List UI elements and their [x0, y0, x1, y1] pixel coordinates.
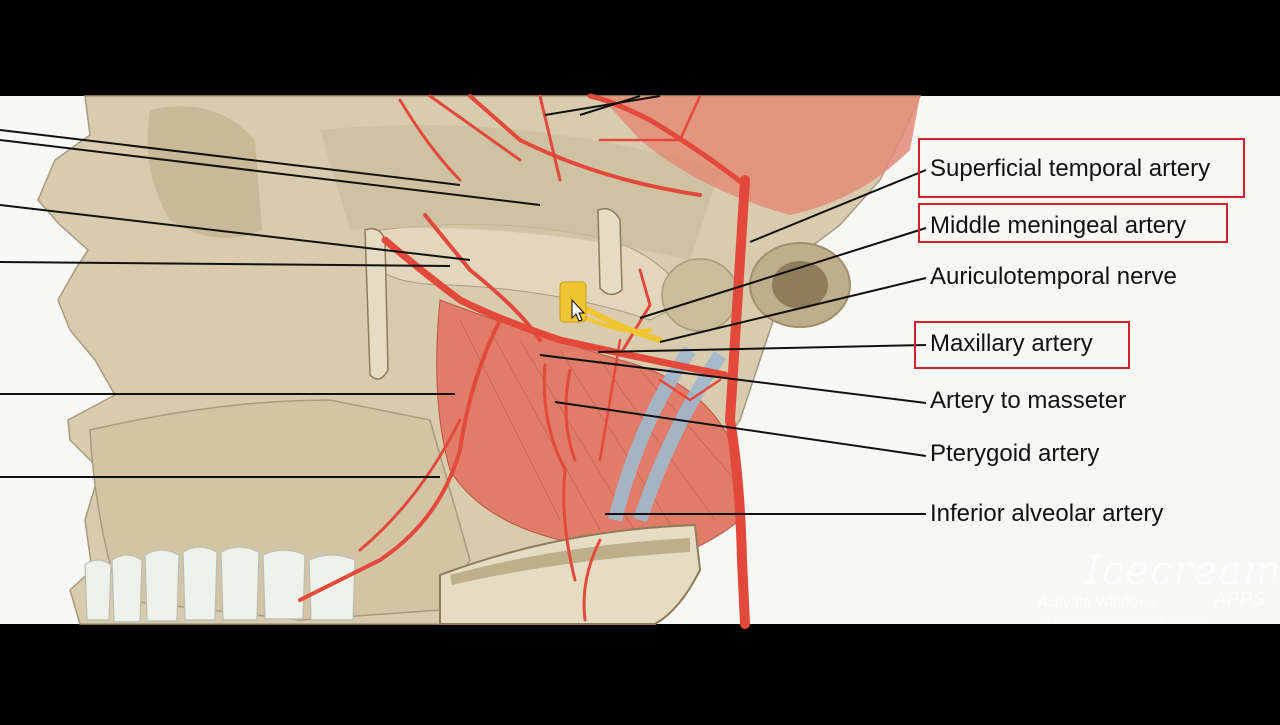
- arch-cut: [597, 208, 623, 296]
- top-letterbox: [0, 0, 1280, 96]
- teeth: [84, 546, 356, 623]
- label-maxillary-artery: Maxillary artery: [930, 330, 1093, 357]
- condyle-socket: [661, 258, 739, 332]
- mouse-cursor-icon: [571, 298, 586, 322]
- icecream-watermark: Icecream: [1085, 548, 1280, 594]
- left-leaders: [0, 95, 661, 478]
- label-inferior-alveolar-artery: Inferior alveolar artery: [930, 500, 1164, 527]
- label-pterygoid-artery: Pterygoid artery: [930, 440, 1100, 467]
- bottom-letterbox: [0, 624, 1280, 720]
- activate-windows-text: Activate Windows: [1038, 594, 1157, 611]
- activate-windows-subtext: Go to PC settings to activate Windows.: [1038, 614, 1211, 623]
- icecream-apps-watermark: APPS: [1214, 589, 1267, 609]
- highlight-box-middle-meningeal: [918, 203, 1228, 243]
- orbit: [147, 106, 262, 238]
- temporalis-muscle: [600, 96, 920, 215]
- label-artery-to-masseter: Artery to masseter: [930, 387, 1127, 414]
- label-auriculotemporal-nerve: Auriculotemporal nerve: [930, 263, 1177, 290]
- label-superficial-temporal-artery: Superficial temporal artery: [930, 155, 1211, 182]
- right-leaders: [539, 169, 927, 515]
- label-middle-meningeal-artery: Middle meningeal artery: [930, 212, 1187, 239]
- highlight-box-maxillary: [914, 321, 1130, 369]
- highlight-box-superficial-temporal: [918, 138, 1245, 198]
